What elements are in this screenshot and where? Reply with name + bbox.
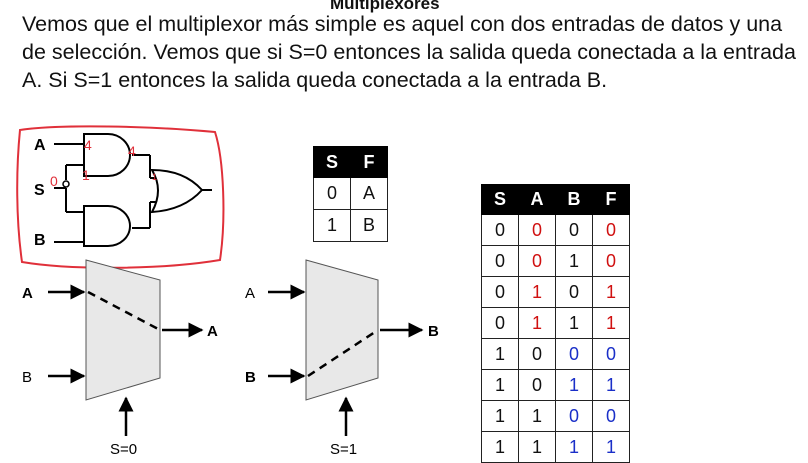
- mux-body: [305, 259, 379, 401]
- input-b-label: B: [34, 232, 46, 249]
- and-gate-top: [83, 133, 131, 177]
- cell: 0: [592, 214, 630, 246]
- table-row: 1 B: [313, 209, 388, 242]
- cell: B: [350, 209, 388, 242]
- cell: 1: [555, 431, 593, 463]
- mux-right-in-b: B: [245, 369, 256, 386]
- cell: 0: [518, 214, 556, 246]
- mux-left-out: A: [207, 323, 218, 340]
- inverter-bubble: [62, 180, 70, 188]
- cell: 0: [313, 177, 351, 210]
- mux-right-out: B: [428, 323, 439, 340]
- cell: 0: [555, 276, 593, 308]
- mux-left-select: S=0: [110, 441, 137, 458]
- cell: 1: [518, 307, 556, 339]
- cell: 1: [313, 209, 351, 242]
- cell: 1: [555, 369, 593, 401]
- cell: 1: [481, 431, 519, 463]
- annotation-and-out: 4: [128, 143, 136, 159]
- header-f: F: [350, 146, 388, 178]
- mux-right-diagram: A B B S=1: [245, 259, 439, 458]
- annotation-s-inv: 1: [82, 167, 90, 183]
- cell: 0: [518, 369, 556, 401]
- cell: 0: [481, 276, 519, 308]
- annotation-a: 4: [84, 137, 92, 153]
- header-s: S: [313, 146, 351, 178]
- annotation-or-in: 1: [152, 172, 157, 182]
- input-s-label: S: [34, 182, 45, 199]
- annotation-s: 0: [50, 173, 58, 189]
- header-f: F: [592, 184, 630, 215]
- cell: 0: [518, 338, 556, 370]
- cell: 1: [555, 307, 593, 339]
- gate-diagram: A S B 4 0 1 4 1: [16, 125, 225, 269]
- cell: 1: [518, 400, 556, 432]
- cell: 1: [592, 276, 630, 308]
- cell: 0: [555, 338, 593, 370]
- mux-right-select: S=1: [330, 441, 357, 458]
- cell: 1: [518, 431, 556, 463]
- cell: 0: [481, 245, 519, 277]
- cell: A: [350, 177, 388, 210]
- or-gate: [150, 168, 204, 214]
- cell: 0: [481, 214, 519, 246]
- mux-left-diagram: A B A S=0: [22, 259, 218, 458]
- cell: 0: [592, 338, 630, 370]
- cell: 0: [481, 307, 519, 339]
- mux-right-in-a: A: [245, 285, 255, 302]
- header-a: A: [518, 184, 556, 215]
- header-b: B: [555, 184, 593, 215]
- gate-wires: [54, 143, 212, 243]
- mux-left-in-b: B: [22, 369, 32, 386]
- cell: 1: [592, 431, 630, 463]
- cell: 1: [481, 400, 519, 432]
- cell: 0: [592, 245, 630, 277]
- cell: 0: [592, 400, 630, 432]
- description-paragraph: Vemos que el multiplexor más simple es a…: [22, 12, 796, 92]
- header-s: S: [481, 184, 519, 215]
- selector-truth-table: S F 0 A 1 B: [313, 146, 388, 242]
- mux-left-in-a: A: [22, 285, 33, 302]
- cell: 1: [518, 276, 556, 308]
- table-row: 0 A: [313, 177, 388, 210]
- mux-body: [85, 259, 161, 401]
- cell: 1: [592, 307, 630, 339]
- input-a-label: A: [34, 137, 46, 154]
- cell: 1: [481, 369, 519, 401]
- cell: 1: [592, 369, 630, 401]
- cell: 1: [481, 338, 519, 370]
- annotation-outline: [16, 125, 225, 269]
- cell: 0: [555, 214, 593, 246]
- cell: 1: [555, 245, 593, 277]
- cell: 0: [518, 245, 556, 277]
- page-title: Multiplexores: [330, 0, 440, 13]
- cell: 0: [555, 400, 593, 432]
- and-gate-bottom: [83, 205, 131, 247]
